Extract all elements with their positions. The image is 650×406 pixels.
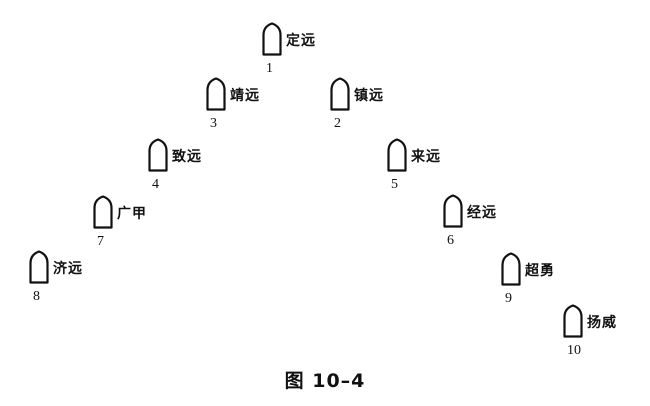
ship-number: 2 xyxy=(334,116,341,131)
ship-hull-icon xyxy=(93,195,113,229)
ship-name: 来远 xyxy=(411,149,441,165)
ship-number: 7 xyxy=(97,234,104,249)
ship-hull-icon xyxy=(501,252,521,286)
ship-hull-icon xyxy=(563,304,583,338)
ship-name: 定远 xyxy=(286,33,316,49)
ship-number: 1 xyxy=(266,61,273,76)
ship-number: 6 xyxy=(447,233,454,248)
ship-hull-icon xyxy=(443,194,463,228)
ship-number: 9 xyxy=(505,291,512,306)
ship-hull-icon xyxy=(29,250,49,284)
ship-name: 扬威 xyxy=(587,315,617,331)
ship-name: 致远 xyxy=(172,149,202,165)
ship-hull-icon xyxy=(206,77,226,111)
ship-name: 靖远 xyxy=(230,88,260,104)
ship-number: 4 xyxy=(152,177,159,192)
ship-hull-icon xyxy=(262,22,282,56)
ship-number: 8 xyxy=(33,289,40,304)
ship-name: 镇远 xyxy=(354,88,384,104)
ship-number: 3 xyxy=(210,116,217,131)
figure-caption: 图 10–4 xyxy=(284,370,366,392)
ship-number: 10 xyxy=(567,343,581,358)
ship-name: 济远 xyxy=(53,261,83,277)
ship-hull-icon xyxy=(330,77,350,111)
ship-hull-icon xyxy=(148,138,168,172)
ship-name: 经远 xyxy=(467,205,497,221)
ship-number: 5 xyxy=(391,177,398,192)
ship-name: 广甲 xyxy=(117,206,147,222)
ship-hull-icon xyxy=(387,138,407,172)
ship-name: 超勇 xyxy=(525,263,555,279)
